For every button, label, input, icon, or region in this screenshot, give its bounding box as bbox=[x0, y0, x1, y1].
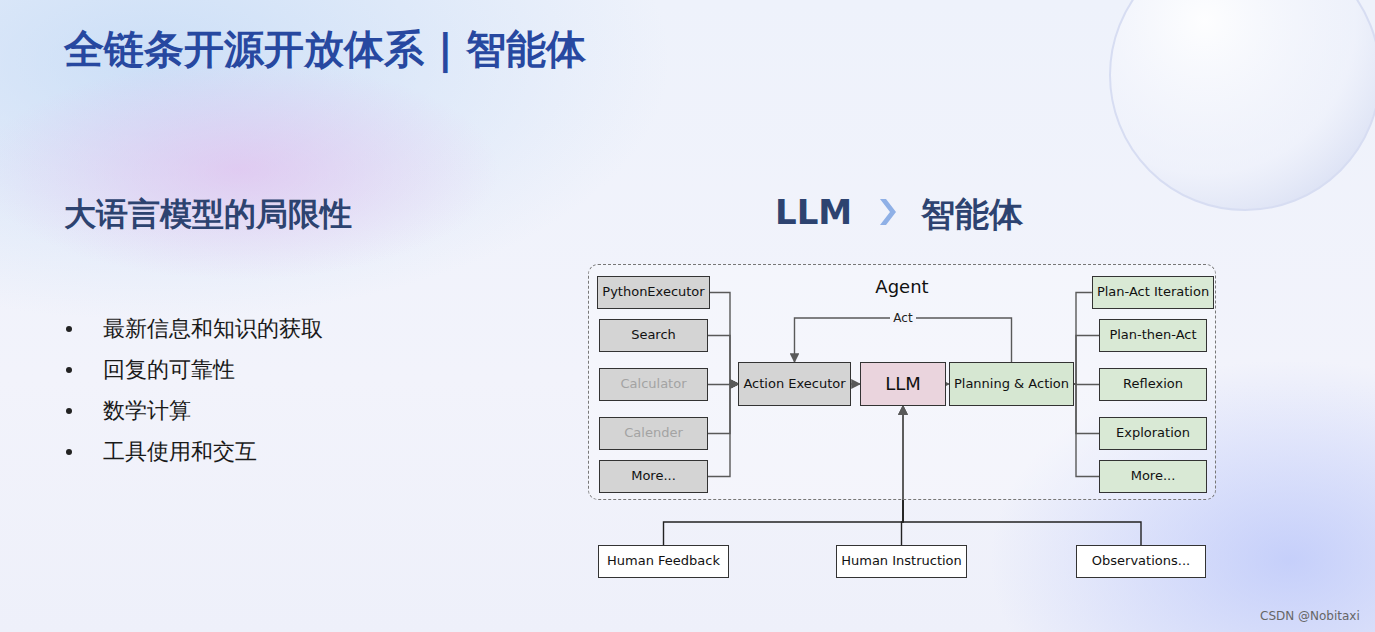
input-box: Observations... bbox=[1076, 545, 1206, 578]
node-text: Plan-then-Act bbox=[1109, 328, 1196, 343]
bullet-dot bbox=[66, 408, 72, 414]
page-title: 全链条开源开放体系 | 智能体 bbox=[64, 22, 586, 77]
strategy-box: Reflexion bbox=[1099, 368, 1207, 401]
diagram-heading: LLM bbox=[775, 192, 852, 232]
bullet-text: 最新信息和知识的获取 bbox=[103, 314, 323, 344]
edge-label: Act bbox=[890, 311, 915, 325]
section-heading: 大语言模型的局限性 bbox=[64, 193, 352, 237]
glass-sphere bbox=[1110, 0, 1375, 210]
node-text: PythonExecutor bbox=[602, 285, 704, 300]
node-text: Plan-Act Iteration bbox=[1097, 285, 1209, 300]
node-text: Action Executor bbox=[743, 377, 845, 392]
input-box: Human Feedback bbox=[598, 545, 729, 578]
node-text: More... bbox=[1131, 469, 1176, 484]
bullet-dot bbox=[66, 367, 72, 373]
agent-frame: AgentPythonExecutorSearchCalculatorCalen… bbox=[588, 264, 1216, 500]
strategy-box: Plan-then-Act bbox=[1099, 319, 1207, 352]
bullet-text: 数学计算 bbox=[103, 396, 191, 426]
node-text: Exploration bbox=[1116, 426, 1190, 441]
tool-box: Calender bbox=[599, 417, 708, 450]
bullet-text: 回复的可靠性 bbox=[103, 355, 235, 385]
node-text: Planning & Action bbox=[954, 377, 1069, 392]
node-text: Human Instruction bbox=[841, 554, 962, 569]
tool-box: Calculator bbox=[599, 368, 708, 401]
node-text: Search bbox=[631, 328, 676, 343]
tool-box: More... bbox=[599, 460, 708, 493]
tool-box: Search bbox=[599, 319, 708, 352]
node-text: More... bbox=[631, 469, 676, 484]
node-text: Calender bbox=[624, 426, 683, 441]
input-box: Human Instruction bbox=[836, 545, 967, 578]
strategy-box: More... bbox=[1099, 460, 1207, 493]
model-box: LLM bbox=[860, 362, 946, 406]
diagram-heading: 智能体 bbox=[921, 192, 1023, 238]
node-text: Reflexion bbox=[1123, 377, 1183, 392]
process-box: Action Executor bbox=[738, 362, 850, 406]
strategy-box: Plan-Act Iteration bbox=[1092, 276, 1214, 309]
bullet-dot bbox=[66, 326, 72, 332]
strategy-box: Exploration bbox=[1099, 417, 1207, 450]
bullet-dot bbox=[66, 449, 72, 455]
process-box: Planning & Action bbox=[949, 362, 1074, 406]
node-text: Observations... bbox=[1092, 554, 1190, 569]
node-text: Calculator bbox=[620, 377, 686, 392]
bullet-text: 工具使用和交互 bbox=[103, 437, 257, 467]
chevron-arrow bbox=[880, 199, 896, 225]
tool-box: PythonExecutor bbox=[597, 276, 709, 309]
node-text: LLM bbox=[885, 374, 921, 395]
node-text: Human Feedback bbox=[607, 554, 720, 569]
watermark: CSDN @Nobitaxi bbox=[1260, 609, 1360, 623]
